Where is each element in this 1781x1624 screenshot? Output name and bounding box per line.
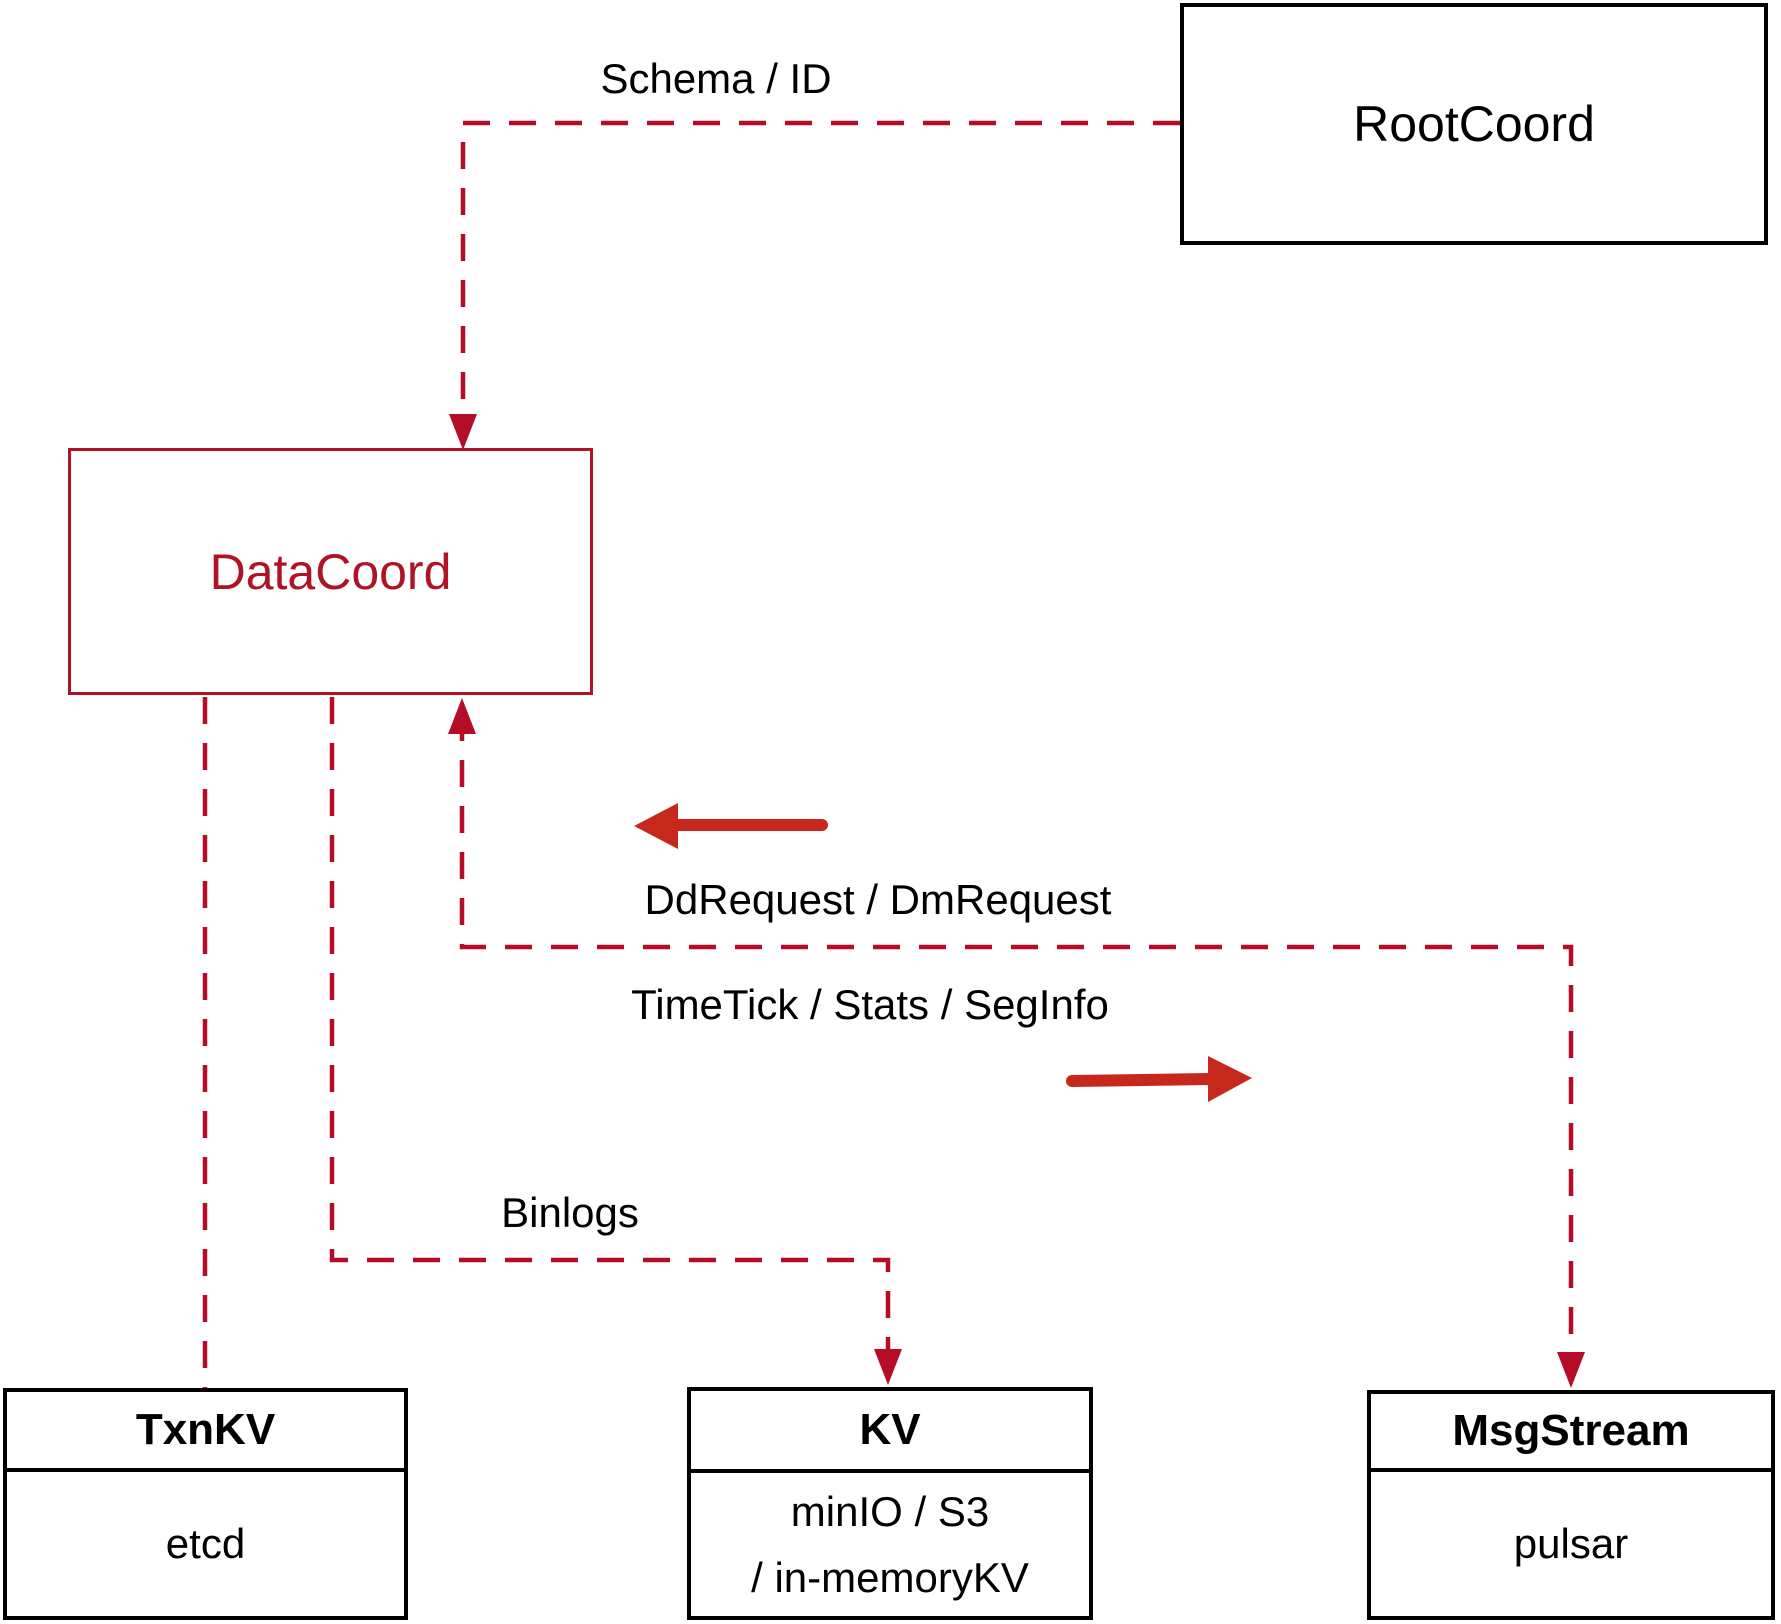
timetick-stats-seginfo-edge-label: TimeTick / Stats / SegInfo (631, 981, 1109, 1028)
edge-schema-id (449, 120, 1180, 450)
rootcoord-node: RootCoord (1180, 3, 1768, 245)
txnkv-node: TxnKV etcd (3, 1388, 408, 1620)
txnkv-title: TxnKV (7, 1392, 404, 1472)
edge-binlogs (329, 697, 902, 1385)
kv-body-line1: minIO / S3 (790, 1488, 990, 1536)
edge-schema-id-line (460, 120, 1180, 436)
kv-body-line2: / in-memoryKV (751, 1553, 1029, 1601)
rootcoord-label: RootCoord (1353, 96, 1595, 152)
kv-node: KV minIO / S3 / in-memoryKV (687, 1387, 1093, 1620)
datacoord-label: DataCoord (209, 543, 452, 600)
binlogs-edge-label: Binlogs (501, 1189, 639, 1236)
edge-requests-stream-line (459, 714, 1574, 1370)
datacoord-node: DataCoord (68, 448, 593, 695)
solid-arrow-left-head (634, 803, 678, 849)
kv-body: minIO / S3 / in-memoryKV (691, 1473, 1089, 1616)
msgstream-node: MsgStream pulsar (1367, 1390, 1775, 1620)
solid-arrow-left (634, 803, 828, 849)
txnkv-body: etcd (165, 1520, 246, 1568)
arrowhead-into-datacoord-top (449, 414, 477, 450)
kv-title: KV (691, 1391, 1089, 1473)
solid-arrow-right-shaft (1066, 1073, 1216, 1087)
msgstream-body: pulsar (1513, 1520, 1629, 1568)
dd-dm-request-edge-label: DdRequest / DmRequest (644, 876, 1112, 923)
arrowhead-into-kv-top (874, 1349, 902, 1385)
solid-arrow-right-head (1208, 1056, 1252, 1102)
edge-requests-stream (448, 698, 1585, 1388)
arrowhead-into-msgstream-top (1557, 1352, 1585, 1388)
msgstream-title: MsgStream (1371, 1394, 1771, 1472)
arrowhead-into-datacoord-bottom (448, 698, 476, 734)
solid-arrow-right (1066, 1056, 1252, 1102)
edge-binlogs-line (329, 697, 891, 1370)
schema-id-edge-label: Schema / ID (600, 55, 832, 102)
